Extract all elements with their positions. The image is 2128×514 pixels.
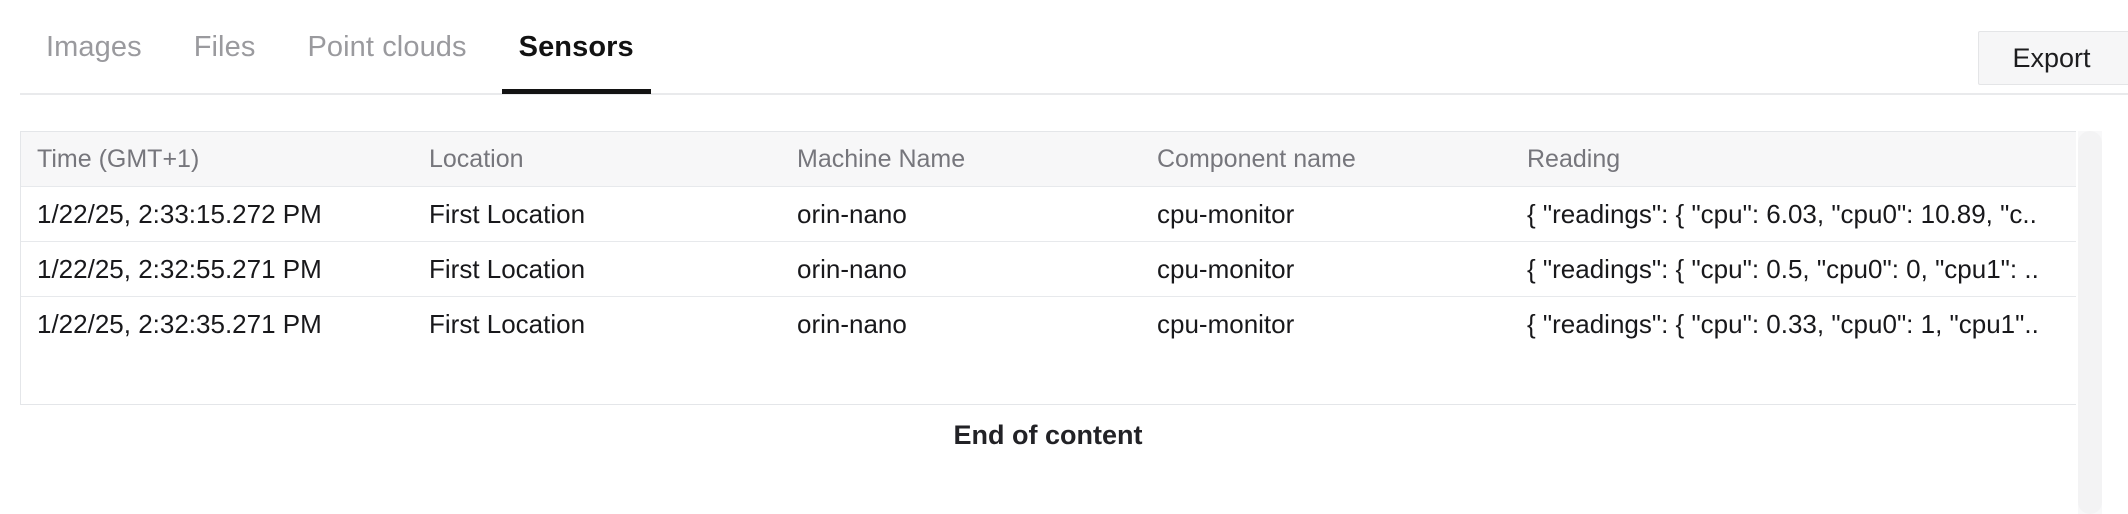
cell-location: First Location bbox=[429, 198, 586, 229]
column-header-reading: Reading bbox=[1527, 144, 1621, 173]
cell-time: 1/22/25, 2:32:55.271 PM bbox=[37, 253, 322, 284]
table-row[interactable]: 1/22/25, 2:33:15.272 PM First Location o… bbox=[21, 187, 2076, 242]
export-button[interactable]: Export bbox=[1978, 31, 2128, 85]
cell-location: First Location bbox=[429, 309, 586, 339]
vertical-scrollbar[interactable] bbox=[2078, 131, 2102, 514]
sensors-table: Time (GMT+1) Location Machine Name Compo… bbox=[20, 131, 2076, 405]
cell-reading: { "readings": { "cpu": 0.33, "cpu0": 1, … bbox=[1527, 309, 2039, 339]
cell-reading: { "readings": { "cpu": 6.03, "cpu0": 10.… bbox=[1527, 198, 2037, 229]
table-row[interactable]: 1/22/25, 2:32:55.271 PM First Location o… bbox=[21, 242, 2076, 297]
tab-list: Images Files Point clouds Sensors bbox=[20, 0, 660, 96]
column-header-machine-name: Machine Name bbox=[797, 144, 966, 173]
tab-sensors[interactable]: Sensors bbox=[493, 0, 660, 94]
cell-time: 1/22/25, 2:33:15.272 PM bbox=[37, 198, 322, 229]
tab-files[interactable]: Files bbox=[193, 30, 256, 63]
end-of-content-label: End of content bbox=[953, 420, 1143, 450]
table-header-row: Time (GMT+1) Location Machine Name Compo… bbox=[21, 132, 2076, 187]
column-header-location: Location bbox=[429, 144, 524, 173]
tab-bar: Images Files Point clouds Sensors Export bbox=[0, 0, 2128, 96]
column-header-time: Time (GMT+1) bbox=[37, 144, 200, 173]
cell-component-name: cpu-monitor bbox=[1157, 253, 1295, 284]
table-row[interactable]: 1/22/25, 2:32:35.271 PM First Location o… bbox=[21, 297, 2076, 352]
cell-machine-name: orin-nano bbox=[797, 309, 907, 339]
tab-bar-divider bbox=[20, 93, 2128, 95]
cell-reading: { "readings": { "cpu": 0.5, "cpu0": 0, "… bbox=[1527, 253, 2039, 284]
cell-time: 1/22/25, 2:32:35.271 PM bbox=[37, 309, 322, 339]
tab-point-clouds[interactable]: Point clouds bbox=[307, 30, 467, 63]
cell-machine-name: orin-nano bbox=[797, 253, 907, 284]
tab-images[interactable]: Images bbox=[46, 30, 142, 63]
cell-component-name: cpu-monitor bbox=[1157, 309, 1295, 339]
cell-machine-name: orin-nano bbox=[797, 198, 907, 229]
column-header-component-name: Component name bbox=[1157, 144, 1356, 173]
vertical-scrollbar-thumb[interactable] bbox=[2078, 131, 2102, 514]
cell-component-name: cpu-monitor bbox=[1157, 198, 1295, 229]
cell-location: First Location bbox=[429, 253, 586, 284]
